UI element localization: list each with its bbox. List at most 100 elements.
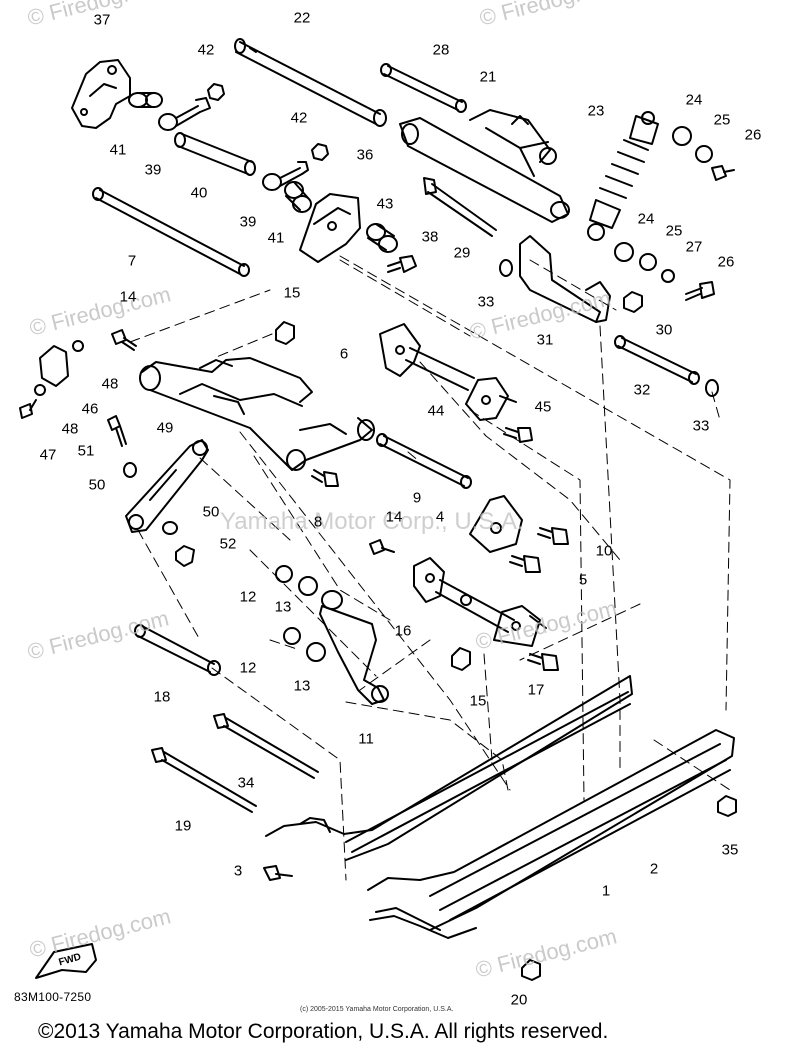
slide-rail-upper: [265, 675, 633, 861]
callout-label: 33: [692, 417, 710, 435]
fwd-arrow-icon: [35, 943, 97, 979]
callout-label: 41: [109, 141, 127, 159]
callout-label: 41: [267, 229, 285, 247]
callout-label: 24: [685, 91, 703, 109]
callout-label: 32: [633, 381, 651, 399]
part-code: 83M100-7250: [14, 990, 92, 1004]
part-3-bolt: [263, 865, 293, 881]
callout-label: 51: [77, 442, 95, 460]
callout-label: 24: [637, 210, 655, 228]
callout-label: 12: [239, 588, 257, 606]
part-41-collar-2: [284, 181, 312, 213]
callout-label: 6: [339, 345, 349, 363]
callout-label: 8: [313, 513, 323, 531]
part-17-bolt: [527, 653, 559, 671]
part-34-bolt: [213, 713, 319, 779]
callout-label: 48: [61, 420, 79, 438]
callout-label: 30: [655, 321, 673, 339]
part-16-shaft-brackets: [413, 557, 547, 647]
part-18-shaft: [134, 624, 221, 676]
callout-label: 26: [744, 126, 762, 144]
part-7-rod: [92, 187, 250, 277]
callout-label: 7: [127, 252, 137, 270]
callout-label: 43: [376, 195, 394, 213]
part-29-bolt: [423, 177, 497, 237]
part-43-collar: [366, 223, 398, 253]
part-8-bolt: [311, 469, 339, 487]
part-15-nut: [275, 321, 471, 671]
callout-label: 11: [358, 730, 374, 748]
part-44-shaft-brackets: [379, 323, 517, 421]
callout-label: 14: [119, 288, 137, 306]
callout-label: 22: [293, 9, 311, 27]
callout-label: 1: [601, 882, 611, 900]
callout-label: 9: [412, 489, 422, 507]
slide-rail-lower: [367, 729, 735, 939]
callout-label: 38: [421, 228, 439, 246]
callout-label: 39: [239, 213, 257, 231]
callout-label: 39: [144, 161, 162, 179]
callout-label: 5: [578, 571, 588, 589]
callout-label: 13: [293, 677, 311, 695]
callout-label: 21: [479, 68, 497, 86]
part-24-25-26-top: [672, 126, 735, 181]
part-35-nut: [717, 795, 737, 817]
small-copyright: (c) 2005-2015 Yamaha Motor Corporation, …: [300, 1006, 454, 1013]
part-41-collar: [128, 92, 163, 108]
callout-label: 12: [239, 659, 257, 677]
callout-label: 47: [39, 446, 57, 464]
part-24-25-27-26-mid: [614, 242, 715, 301]
callout-label: 15: [469, 692, 487, 710]
callout-label: 4: [435, 508, 445, 526]
callout-label: 29: [453, 244, 471, 262]
footer-copyright: ©2013 Yamaha Motor Corporation, U.S.A. A…: [38, 1020, 609, 1043]
part-51-bolt: [107, 415, 127, 447]
part-10-5-bolts: [509, 527, 569, 573]
assembly-lines: [129, 255, 731, 881]
callout-label: 20: [510, 991, 528, 1009]
callout-label: 15: [283, 284, 301, 302]
callout-label: 25: [665, 222, 683, 240]
callout-label: 3: [233, 862, 243, 880]
callout-label: 40: [190, 184, 208, 202]
callout-label: 42: [290, 109, 308, 127]
callout-label: 50: [202, 503, 220, 521]
part-12-13-bushings: [275, 565, 326, 662]
callout-label: 17: [527, 681, 545, 699]
part-37-bracket: [71, 59, 131, 129]
callout-label: 52: [219, 535, 237, 553]
part-28-rod: [380, 63, 467, 113]
part-49-link-arm: [125, 439, 209, 533]
callout-label: 19: [174, 817, 192, 835]
callout-label: 48: [101, 375, 119, 393]
callout-label: 25: [713, 111, 731, 129]
callout-label: 45: [534, 398, 552, 416]
part-31-arm: [519, 235, 611, 323]
part-39-bolt: [158, 97, 211, 131]
callout-label: 23: [587, 102, 605, 120]
callout-label: 27: [685, 238, 703, 256]
part-9-rod: [376, 433, 472, 489]
part-4-block: [469, 495, 523, 553]
callout-label: 37: [93, 11, 111, 29]
part-22-shaft: [234, 38, 387, 127]
part-38-bolt: [387, 255, 417, 273]
part-6-swing-arm: [139, 357, 375, 471]
callout-label: 46: [81, 400, 99, 418]
callout-label: 13: [274, 598, 292, 616]
callout-label: 18: [153, 688, 171, 706]
callout-label: 33: [477, 293, 495, 311]
part-40-shaft: [174, 132, 256, 176]
part-39-bolt-2: [262, 161, 309, 191]
callout-label: 49: [156, 419, 174, 437]
callout-label: 28: [432, 41, 450, 59]
callout-label: 26: [717, 253, 735, 271]
part-50-washer: [123, 462, 178, 535]
part-52-nut: [175, 545, 195, 567]
part-21-arm: [399, 109, 570, 223]
part-30-nut: [623, 291, 643, 313]
part-20-nut: [521, 959, 541, 981]
watermark-center: Yamaha Motor Corp., U.S.A.: [220, 508, 524, 535]
part-11-shock: [319, 590, 389, 705]
